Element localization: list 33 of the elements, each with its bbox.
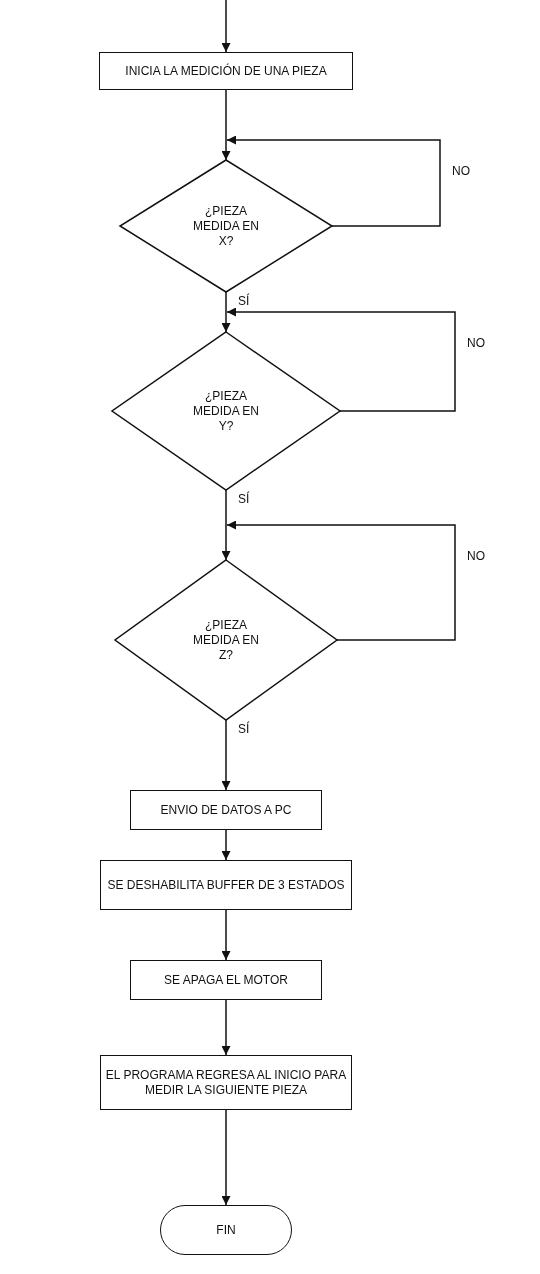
process-box xyxy=(100,860,352,910)
arrow xyxy=(226,520,456,641)
process-box xyxy=(130,960,322,1000)
process-box xyxy=(130,790,322,830)
node-text: INICIA LA MEDICIÓN DE UNA PIEZA xyxy=(124,63,328,79)
arrow xyxy=(221,909,231,961)
node-text: ¿PIEZA MEDIDA EN Y? xyxy=(192,388,260,434)
process-box xyxy=(99,52,353,90)
arrow xyxy=(221,999,231,1056)
edge-label: NO xyxy=(450,164,472,178)
node-text: ¿PIEZA MEDIDA EN X? xyxy=(192,203,260,249)
arrow xyxy=(221,291,231,333)
arrow xyxy=(221,719,231,791)
process-box xyxy=(100,1055,352,1110)
arrow xyxy=(221,829,231,861)
node-text: ENVIO DE DATOS A PC xyxy=(159,802,293,818)
node-text: SE DESHABILITA BUFFER DE 3 ESTADOS xyxy=(106,877,346,893)
edge-label: NO xyxy=(465,549,487,563)
arrow xyxy=(221,1109,231,1206)
edge-label: SÍ xyxy=(236,492,252,506)
node-text: ¿PIEZA MEDIDA EN Z? xyxy=(192,617,260,663)
edge-label: SÍ xyxy=(236,294,252,308)
edge-label: SÍ xyxy=(236,722,252,736)
node-text: SE APAGA EL MOTOR xyxy=(163,972,289,988)
arrow xyxy=(221,0,231,53)
arrow xyxy=(221,89,231,161)
node-text: FIN xyxy=(215,1222,237,1238)
edge-label: NO xyxy=(465,336,487,350)
arrow xyxy=(226,307,456,412)
terminal-box xyxy=(160,1205,292,1255)
arrow xyxy=(226,135,441,227)
node-text: EL PROGRAMA REGRESA AL INICIO PARA MEDIR LA SIGUIENTE PIEZA xyxy=(104,1067,348,1098)
arrow xyxy=(221,489,231,561)
